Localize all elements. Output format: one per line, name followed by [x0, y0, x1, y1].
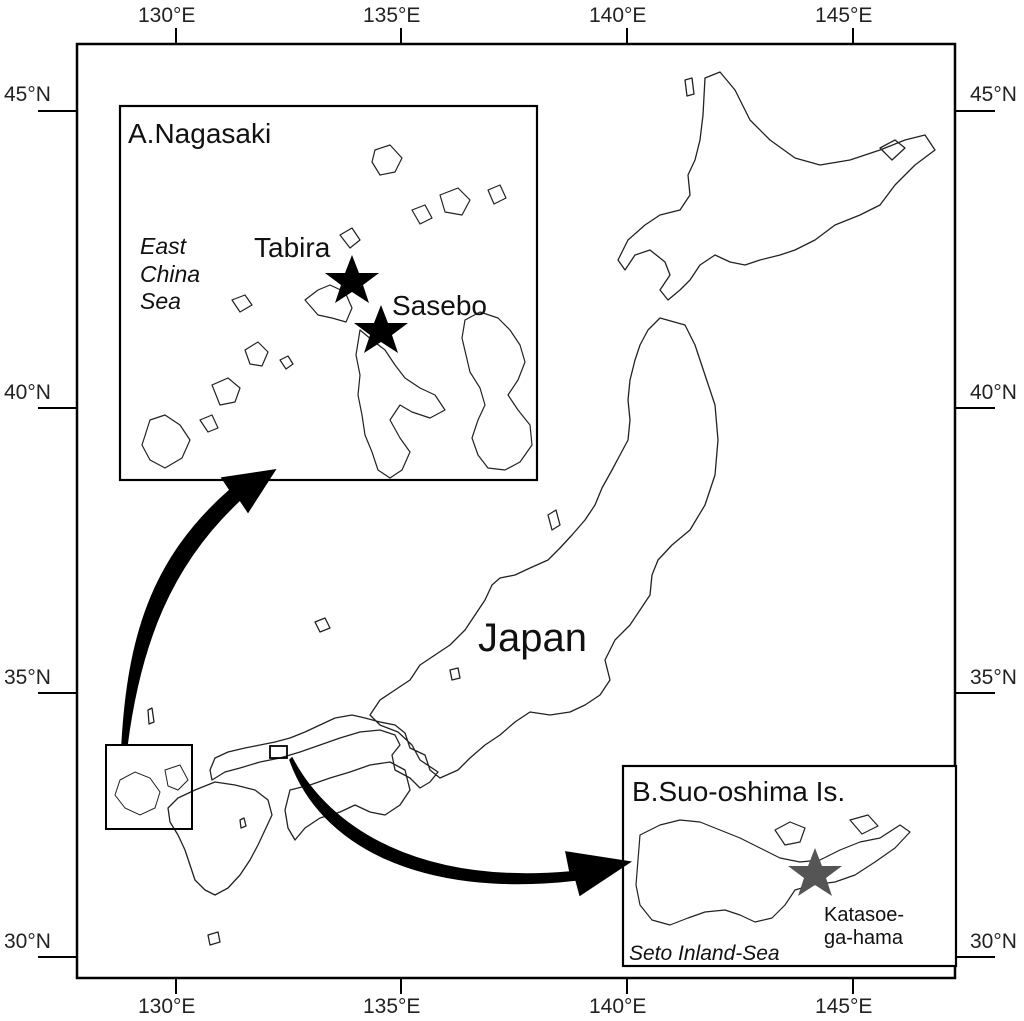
- inset-b-coastline: [635, 814, 911, 926]
- lat-label-left-30: 30°N: [4, 930, 51, 953]
- place-label-sasebo: Sasebo: [392, 290, 487, 321]
- inset-a-source: [105, 744, 193, 830]
- inset-b-title: B.Suo-oshima Is.: [632, 776, 846, 807]
- lon-label-bottom-130: 130°E: [138, 995, 196, 1018]
- japan-coastline: [147, 71, 936, 946]
- inset-a-title: A.Nagasaki: [128, 118, 272, 149]
- place-label-tabira: Tabira: [254, 232, 331, 263]
- lat-label-left-40: 40°N: [4, 381, 51, 404]
- place-label-line-1: Katasoe-: [824, 904, 905, 926]
- lon-label-top-140: 140°E: [589, 4, 647, 27]
- map-frame: [75, 42, 957, 980]
- hokkaido-island: [617, 71, 936, 301]
- sea-label-line-1: East: [140, 233, 187, 259]
- lon-label-top-130: 130°E: [138, 4, 196, 27]
- country-label-japan: Japan: [478, 616, 587, 660]
- shikoku-island: [284, 761, 411, 841]
- inset-b-sea-label: Seto Inland-Sea: [629, 942, 780, 965]
- lon-label-top-145: 145°E: [815, 4, 873, 27]
- lon-label-bottom-145: 145°E: [815, 995, 873, 1018]
- lat-label-left-45: 45°N: [4, 83, 51, 106]
- sea-label-line-3: Sea: [140, 288, 181, 315]
- star-sasebo: [354, 305, 408, 353]
- graticule-ticks: [38, 28, 995, 994]
- inset-b-source: [269, 745, 288, 759]
- lon-label-top-135: 135°E: [363, 4, 421, 27]
- lon-label-bottom-140: 140°E: [589, 995, 647, 1018]
- kyushu-island: [167, 781, 273, 896]
- arrow-to-inset-b: [289, 756, 633, 897]
- lat-label-right-35: 35°N: [970, 666, 1017, 689]
- honshu-island: [209, 317, 719, 789]
- star-katasoe: [788, 848, 842, 896]
- inset-a-sea-label: East China Sea: [140, 233, 200, 316]
- arrow-to-inset-a: [121, 469, 277, 746]
- sea-label-line-2: China: [140, 260, 201, 287]
- inset-a-coastline: [141, 144, 533, 479]
- star-tabira: [325, 255, 379, 303]
- place-label-katasoe: Katasoe- ga-hama: [824, 904, 904, 950]
- lat-label-right-30: 30°N: [970, 930, 1017, 953]
- place-label-line-2: ga-hama: [824, 927, 903, 949]
- lon-label-bottom-135: 135°E: [363, 995, 421, 1018]
- lat-label-right-45: 45°N: [970, 83, 1017, 106]
- lat-label-right-40: 40°N: [970, 381, 1017, 404]
- lat-label-left-35: 35°N: [4, 666, 51, 689]
- inset-a-frame: [118, 104, 539, 482]
